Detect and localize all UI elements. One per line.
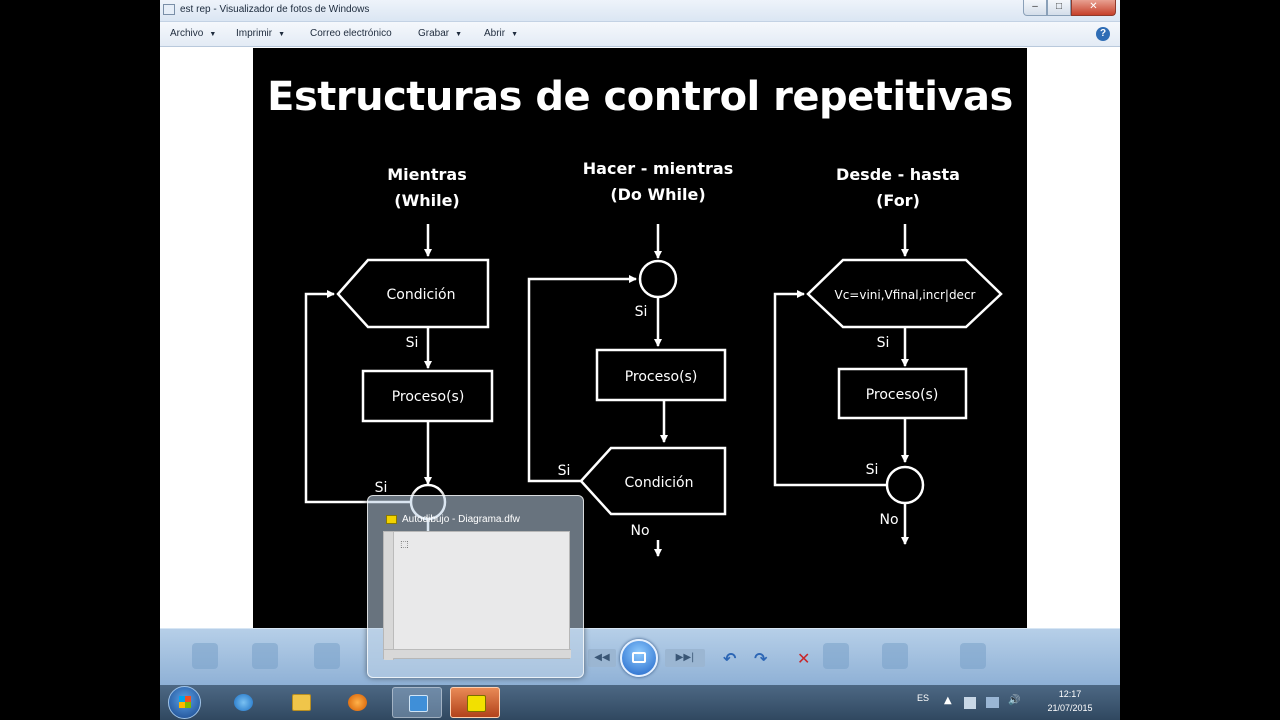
chevron-down-icon: ▼ xyxy=(209,31,217,38)
thumbnail-title: Autodibujo - Diagrama.dfw xyxy=(402,514,520,525)
rotate-right-icon[interactable]: ↷ xyxy=(754,649,768,668)
menu-archivo[interactable]: Archivo ▼ xyxy=(170,28,216,39)
close-button[interactable]: ✕ xyxy=(1071,0,1116,16)
photo-viewer-window: est rep - Visualizador de fotos de Windo… xyxy=(160,0,1120,720)
taskbar-file-explorer[interactable] xyxy=(276,687,326,718)
dowhile-no-label: No xyxy=(630,523,649,539)
for-loop-si-label: Si xyxy=(866,462,879,478)
menu-label: Grabar xyxy=(418,28,450,39)
for-header-shape xyxy=(806,258,1003,329)
maximize-button[interactable]: □ xyxy=(1047,0,1071,16)
dowhile-loop-si-label: Si xyxy=(558,463,571,479)
flowcharts: Condición Si Proceso(s) Si Si Proceso(s)… xyxy=(304,224,1003,579)
slideshow-button[interactable] xyxy=(620,639,658,677)
chevron-down-icon: ▼ xyxy=(511,31,519,38)
network-icon[interactable] xyxy=(986,697,999,708)
zoom-icon[interactable] xyxy=(192,643,218,669)
for-title-2: (For) xyxy=(876,191,920,210)
actual-size-icon[interactable] xyxy=(252,643,278,669)
dowhile-title-2: (Do While) xyxy=(610,185,706,204)
image-viewport: Estructuras de control repetitivas Mient… xyxy=(160,48,1120,628)
dowhile-title: Hacer - mientras (Do While) xyxy=(558,156,758,208)
slideshow-icon xyxy=(632,652,646,663)
menu-label: Abrir xyxy=(484,28,506,39)
while-loop-si-label: Si xyxy=(375,480,388,496)
drawing-app-icon xyxy=(386,515,397,524)
folder-icon xyxy=(292,694,311,711)
for-header-label: Vc=vini,Vfinal,incr|decr xyxy=(835,288,976,302)
clock-time[interactable]: 12:17 xyxy=(1058,689,1082,699)
dowhile-condition-shape xyxy=(579,446,727,516)
dowhile-si-label: Si xyxy=(635,304,648,320)
language-indicator[interactable]: ES xyxy=(917,693,930,703)
media-player-icon xyxy=(348,694,367,711)
taskbar-photo-viewer[interactable] xyxy=(392,687,442,718)
for-loop-arrow xyxy=(773,290,887,487)
dowhile-condition-label: Condición xyxy=(624,475,693,491)
fit-icon[interactable] xyxy=(314,643,340,669)
help-icon[interactable]: ? xyxy=(1096,27,1110,41)
menu-bar: Archivo ▼ Imprimir ▼ Correo electrónico Gr… xyxy=(160,22,1120,47)
menu-correo[interactable]: Correo electrónico xyxy=(310,28,392,39)
dowhile-process-label: Proceso(s) xyxy=(625,369,698,385)
while-si-label: Si xyxy=(406,335,419,351)
taskbar-autodibujo[interactable] xyxy=(450,687,500,718)
thumbnail-window-preview: ⬚ xyxy=(383,531,571,660)
for-connector xyxy=(885,465,925,505)
window-title: est rep - Visualizador de fotos de Windo… xyxy=(180,4,370,15)
while-process-label: Proceso(s) xyxy=(392,389,465,405)
for-no-label: No xyxy=(879,512,898,528)
volume-icon[interactable]: 🔊 xyxy=(1008,695,1021,706)
taskbar-media-player[interactable] xyxy=(332,687,382,718)
ghost-icon xyxy=(882,643,908,669)
windows-taskbar: ES ▲ 🔊 12:17 21/07/2015 xyxy=(160,685,1120,720)
title-bar[interactable]: est rep - Visualizador de fotos de Windo… xyxy=(160,0,1120,22)
while-condition-label: Condición xyxy=(386,287,455,303)
for-process-shape xyxy=(837,367,968,420)
menu-label: Archivo xyxy=(170,28,204,39)
menu-imprimir[interactable]: Imprimir ▼ xyxy=(236,28,285,39)
while-title-1: Mientras xyxy=(387,165,467,184)
action-center-icon[interactable] xyxy=(964,697,976,709)
dowhile-title-1: Hacer - mientras xyxy=(582,159,734,178)
show-hidden-icons[interactable]: ▲ xyxy=(944,695,952,706)
internet-explorer-icon xyxy=(234,694,253,711)
dowhile-process-shape xyxy=(595,348,727,402)
app-icon xyxy=(163,4,175,15)
autodibujo-icon xyxy=(467,695,486,712)
ghost-icon xyxy=(823,643,849,669)
clock-date[interactable]: 21/07/2015 xyxy=(1047,703,1093,713)
previous-button[interactable]: ◀◀ xyxy=(588,649,616,667)
taskbar-internet-explorer[interactable] xyxy=(218,687,268,718)
while-loop-arrow xyxy=(304,290,411,504)
menu-label: Imprimir xyxy=(236,28,273,39)
while-title-2: (While) xyxy=(394,191,460,210)
next-button[interactable]: ▶▶| xyxy=(665,649,705,667)
for-title-1: Desde - hasta xyxy=(836,165,960,184)
chevron-down-icon: ▼ xyxy=(455,31,463,38)
for-si-label: Si xyxy=(877,335,890,351)
slide-title: Estructuras de control repetitivas xyxy=(267,74,1013,120)
menu-abrir[interactable]: Abrir ▼ xyxy=(484,28,518,39)
cursor-icon: ⬚ xyxy=(400,540,409,550)
for-process-label: Proceso(s) xyxy=(866,387,939,403)
rotate-left-icon[interactable]: ↶ xyxy=(723,649,737,668)
chevron-down-icon: ▼ xyxy=(278,31,286,38)
preview-bottom-bar xyxy=(384,649,571,658)
for-title: Desde - hasta (For) xyxy=(823,162,973,214)
taskbar-thumbnail-preview[interactable]: Autodibujo - Diagrama.dfw ⬚ xyxy=(367,495,584,678)
delete-icon[interactable]: ✕ xyxy=(797,649,811,668)
start-button[interactable] xyxy=(168,686,201,719)
dowhile-connector xyxy=(638,259,678,299)
preview-side-toolbar xyxy=(384,532,394,660)
menu-label: Correo electrónico xyxy=(310,28,392,39)
windows-logo-icon xyxy=(179,696,191,708)
dowhile-loop-arrow xyxy=(527,275,637,483)
menu-grabar[interactable]: Grabar ▼ xyxy=(418,28,462,39)
viewer-toolbar: ◀◀ ▶▶| ↶ ↷ ✕ xyxy=(160,628,1120,685)
photo-viewer-icon xyxy=(409,695,428,712)
minimize-button[interactable]: – xyxy=(1023,0,1047,16)
ghost-icon xyxy=(960,643,986,669)
while-title: Mientras (While) xyxy=(367,162,487,214)
